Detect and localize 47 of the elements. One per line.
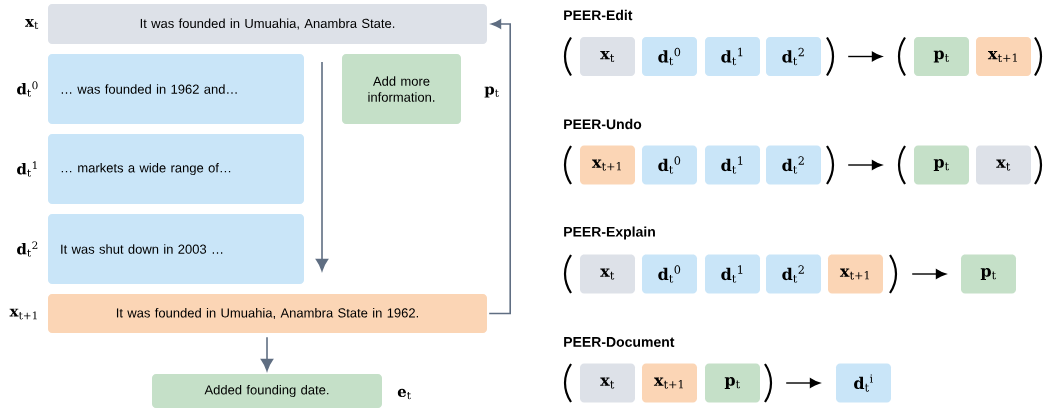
token-box: d$_{t}$2	[766, 37, 821, 76]
token-box: d$_{t}$0	[642, 37, 697, 76]
symbol-label: x$_{t}$	[25, 18, 39, 30]
arrow	[847, 160, 883, 170]
token-box: d$_{t}$i	[836, 363, 891, 403]
text-box: Add more information.	[342, 54, 461, 124]
token-box: p$_{t}$	[914, 37, 969, 76]
heading: PEER-Document	[564, 337, 675, 347]
token-box: d$_{t}$2	[766, 145, 821, 185]
token-box: x$_{t+1}$	[580, 145, 635, 185]
token-box: d$_{t}$0	[642, 254, 697, 294]
arrow	[260, 336, 274, 372]
token-box: d$_{t}$1	[705, 254, 760, 294]
token-box: p$_{t}$	[705, 363, 760, 403]
heading: PEER-Explain	[564, 226, 655, 240]
symbol-label: d$_{t}$1	[17, 161, 37, 177]
heading: PEER-Undo	[564, 118, 642, 130]
token-box: d$_{t}$0	[642, 145, 697, 185]
text-box: It was founded in Umuahia, Anambra State in 1962.	[48, 294, 487, 333]
text-box: It was founded in Umuahia, Anambra State.	[48, 4, 487, 44]
token-box: x$_{t+1}$	[642, 363, 697, 403]
token-box: x$_{t}$	[976, 145, 1031, 185]
token-box: x$_{t}$	[580, 254, 635, 294]
symbol-label: p$_{t}$	[484, 86, 499, 98]
symbol-label: e$_{t}$	[397, 388, 411, 400]
heading: PEER-Edit	[564, 9, 633, 21]
arrow	[488, 19, 511, 315]
symbol-label: d$_{t}$0	[17, 81, 38, 97]
token-box: p$_{t}$	[961, 254, 1016, 294]
symbol-label: d$_{t}$2	[17, 241, 38, 257]
token-box: x$_{t}$	[580, 363, 635, 403]
arrow	[315, 61, 329, 272]
token-box: x$_{t}$	[580, 37, 635, 76]
text-box: Added founding date.	[152, 374, 382, 408]
arrow	[911, 269, 947, 279]
token-box: x$_{t+1}$	[976, 37, 1031, 76]
text-box: It was shut down in 2003 …	[48, 214, 304, 284]
token-box: d$_{t}$1	[705, 145, 760, 185]
arrow	[785, 378, 821, 388]
token-box: p$_{t}$	[914, 145, 969, 185]
text-box: … markets a wide range of…	[48, 134, 304, 204]
token-box: x$_{t+1}$	[828, 254, 883, 294]
token-box: d$_{t}$2	[766, 254, 821, 294]
token-box: d$_{t}$1	[705, 37, 760, 76]
symbol-label: x$_{t+1}$	[9, 308, 37, 320]
arrow	[847, 51, 883, 62]
text-box: … was founded in 1962 and…	[48, 54, 304, 124]
